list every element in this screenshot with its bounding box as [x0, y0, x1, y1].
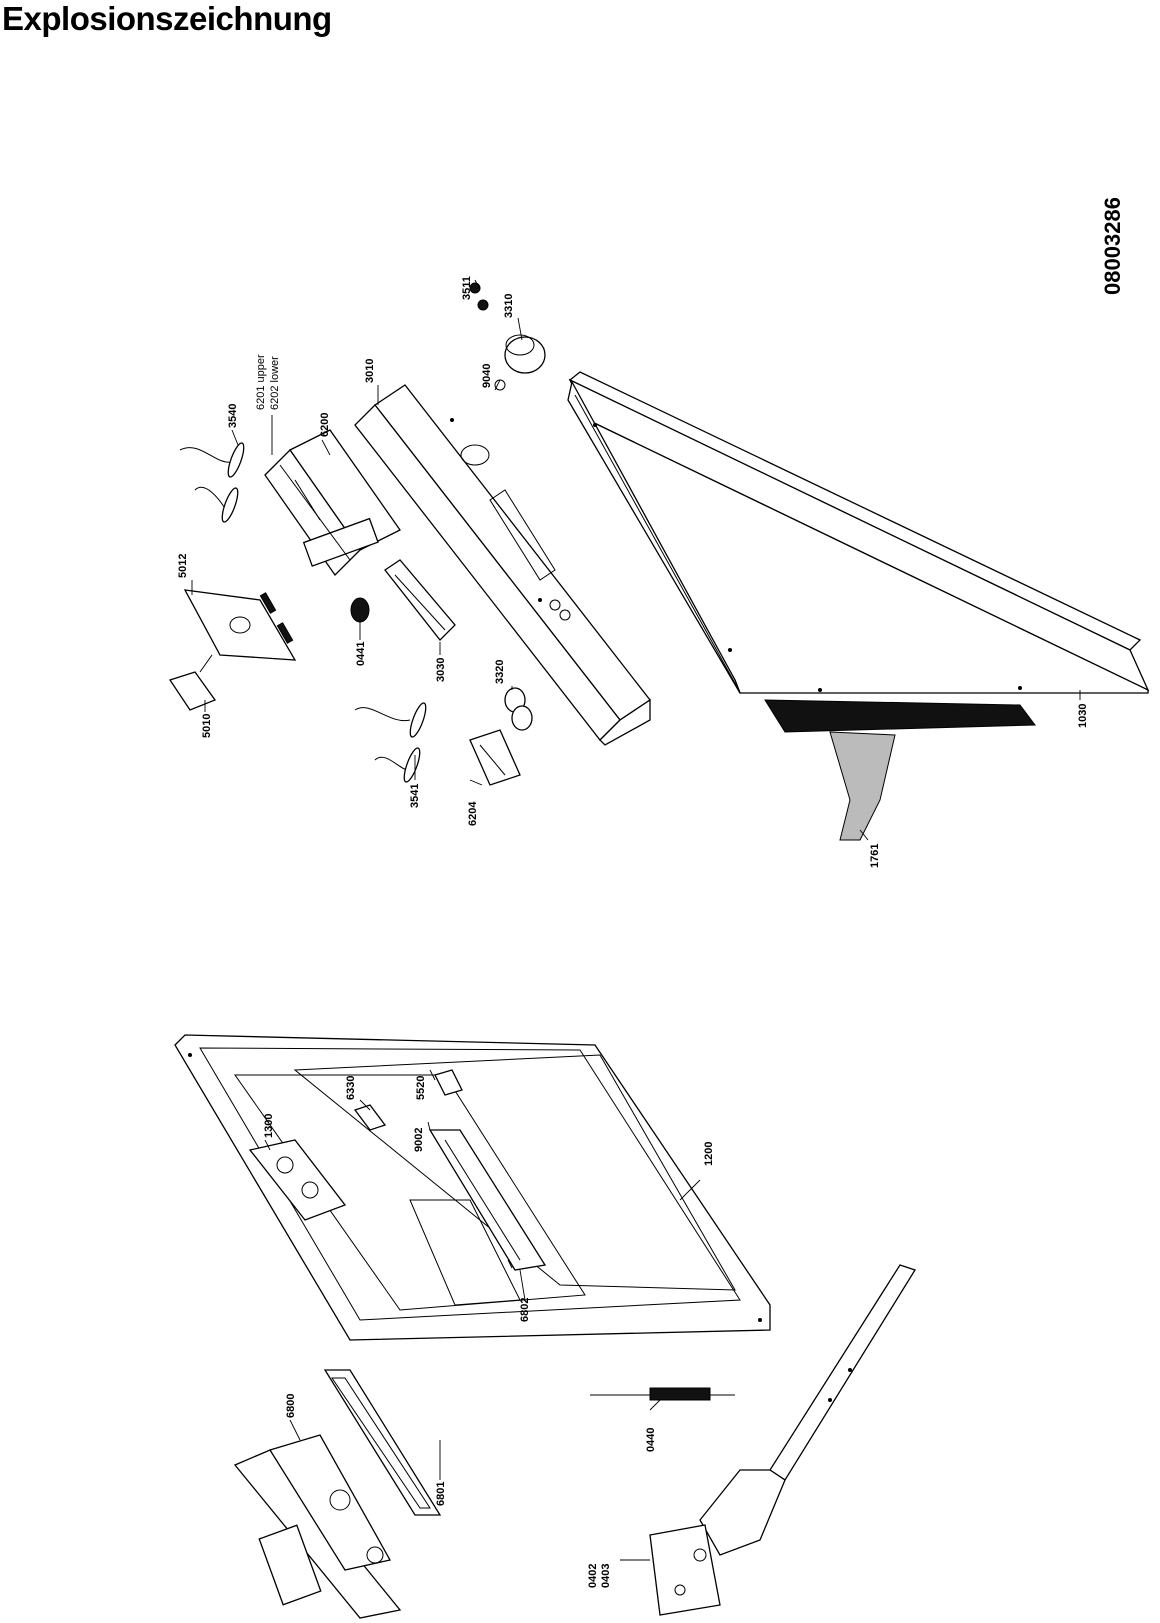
part-6330: [353, 1104, 387, 1131]
plate-5012: [183, 589, 297, 661]
switch-5010: [168, 654, 217, 711]
label-3310: 3310: [503, 294, 515, 318]
label-5520: 5520: [415, 1076, 427, 1100]
label-3010: 3010: [364, 359, 376, 383]
part-labels: 3511 3310 9040 3010 6201 upper 6202 lowe…: [177, 276, 1089, 1588]
label-5012: 5012: [177, 554, 189, 578]
switch-6204: [469, 729, 521, 786]
hinge-0402-0403: [649, 1264, 916, 1616]
label-3540: 3540: [227, 404, 239, 428]
page-title: Explosionszeichnung: [2, 0, 332, 37]
label-6330: 6330: [345, 1076, 357, 1100]
control-panel-3010: [354, 384, 651, 746]
sensor-3540: [179, 442, 245, 523]
dosing-module-6800: [233, 1434, 402, 1619]
knob-3310: [494, 334, 546, 391]
label-1300: 1300: [263, 1114, 275, 1138]
bracket-3030: [384, 559, 456, 641]
label-6204: 6204: [467, 801, 479, 826]
sensor-3541: [354, 702, 427, 783]
insulation-1761: [764, 699, 1036, 841]
label-3541: 3541: [409, 784, 421, 808]
dispenser-1300: [248, 1139, 347, 1221]
rail-9002: [428, 1129, 547, 1271]
seal-6801: [323, 1369, 442, 1516]
spring-0441: [350, 597, 370, 623]
label-3030: 3030: [435, 658, 447, 682]
label-6201: 6201 upper: [255, 354, 267, 410]
label-1030: 1030: [1077, 704, 1089, 728]
label-5010: 5010: [201, 714, 213, 738]
label-0440: 0440: [645, 1428, 657, 1452]
leader-lines: [191, 279, 1081, 1561]
label-1761: 1761: [869, 844, 881, 868]
label-6200: 6200: [319, 413, 331, 437]
label-3320: 3320: [494, 660, 506, 684]
label-0402: 0402: [587, 1564, 599, 1588]
label-6802: 6802: [519, 1298, 531, 1322]
label-9002: 9002: [413, 1128, 425, 1152]
label-6202: 6202 lower: [269, 356, 281, 410]
label-3511: 3511: [461, 276, 473, 300]
electronic-module-6200: [264, 429, 401, 577]
label-9040: 9040: [481, 364, 493, 388]
label-1200: 1200: [703, 1142, 715, 1166]
label-6800: 6800: [285, 1394, 297, 1418]
label-0403: 0403: [600, 1564, 612, 1588]
spring-0440: [590, 1387, 735, 1401]
door-panel-1030: [567, 371, 1150, 694]
part-5520: [434, 1069, 463, 1096]
label-0441: 0441: [355, 642, 367, 666]
buttons-3320: [504, 687, 533, 731]
label-6801: 6801: [435, 1482, 447, 1506]
